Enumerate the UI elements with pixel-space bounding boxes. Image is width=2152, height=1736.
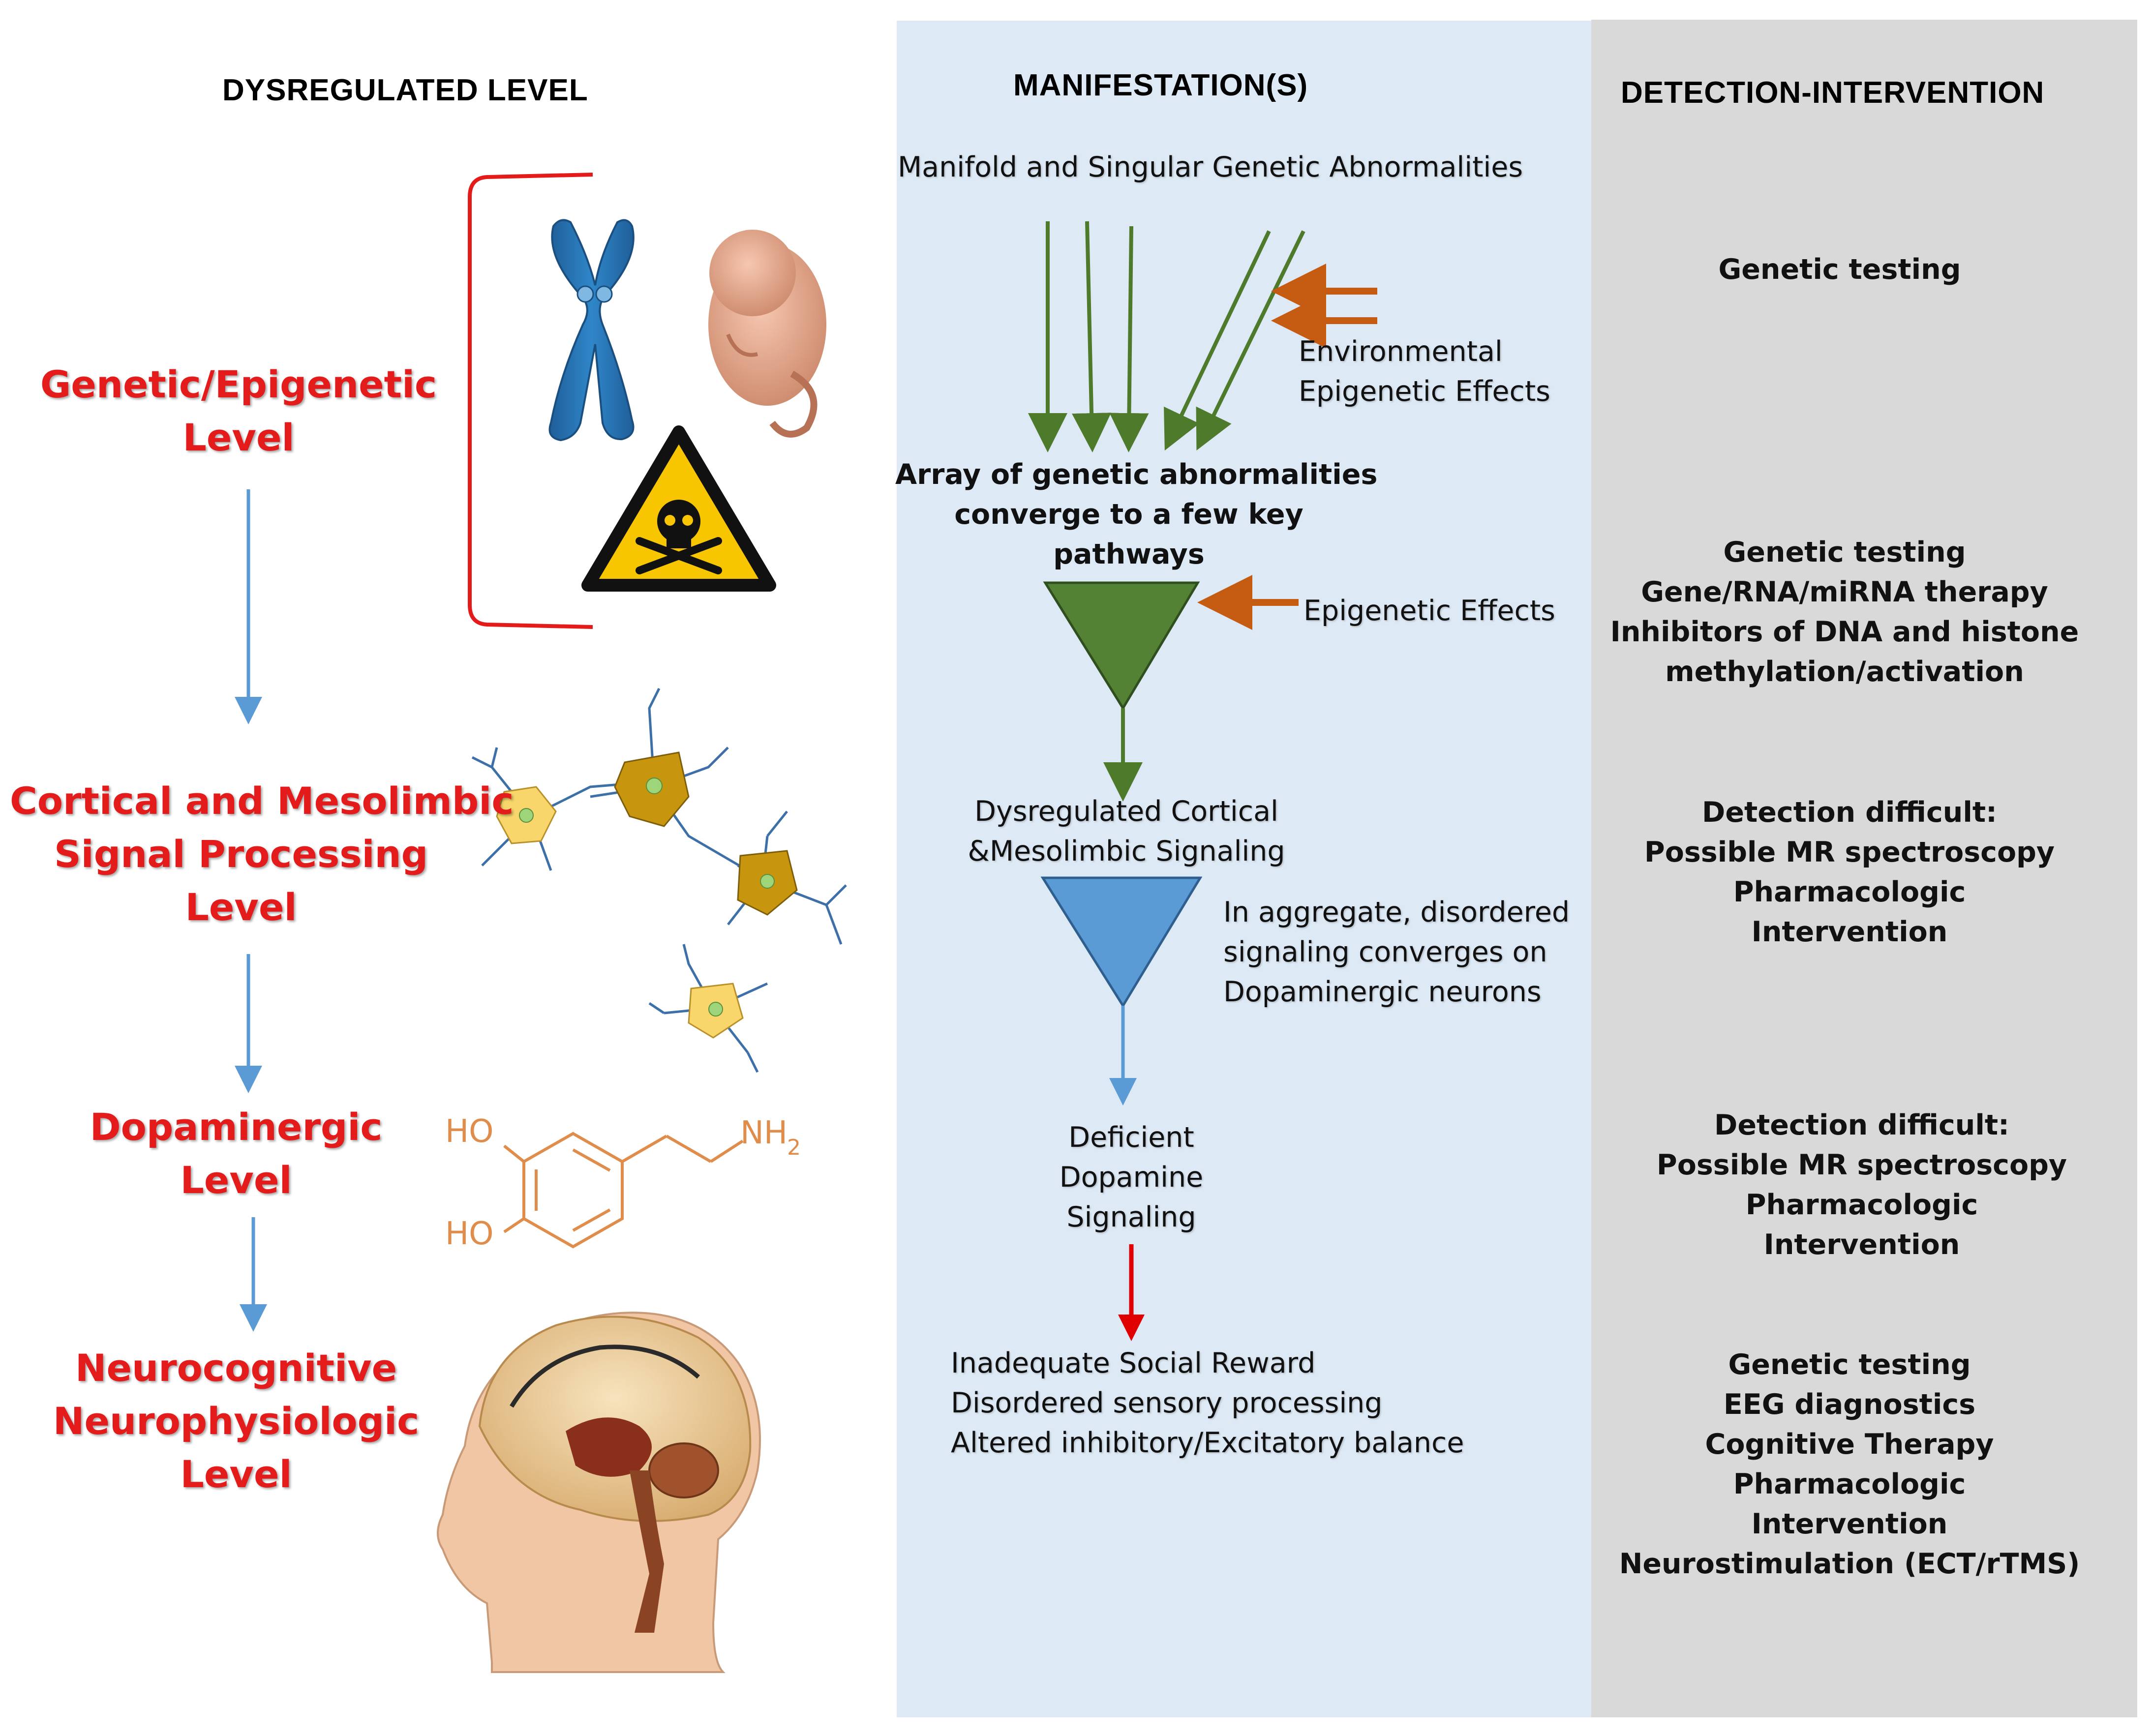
detection-dopaminergic: Detection difficult:Possible MR spectros… xyxy=(1656,1109,2067,1261)
dopamine-ho-bottom: HO xyxy=(445,1216,494,1252)
chromosome-icon xyxy=(548,219,635,442)
manifest-dysregulated-signaling: Dysregulated Cortical&Mesolimbic Signali… xyxy=(968,795,1285,868)
header-dysregulated-level: DYSREGULATED LEVEL xyxy=(222,73,588,107)
detection-column-bg xyxy=(1591,20,2137,1717)
dopamine-ho-top: HO xyxy=(445,1113,494,1150)
green-funnel xyxy=(1043,581,1200,711)
left-level-arrows xyxy=(235,489,267,1332)
fetus-icon xyxy=(708,230,826,438)
dopamine-nh: NH xyxy=(740,1115,788,1151)
header-manifestations: MANIFESTATION(S) xyxy=(1013,68,1308,102)
toxic-hazard-icon xyxy=(581,425,776,592)
neuron-bodies xyxy=(496,751,798,1039)
manifest-epigenetic-effects: Epigenetic Effects xyxy=(1303,595,1555,627)
blue-funnel xyxy=(1040,876,1203,1008)
header-detection-intervention: DETECTION-INTERVENTION xyxy=(1621,76,2045,110)
head-brain-icon xyxy=(437,1312,761,1673)
manifest-genetic-abnormalities: Manifold and Singular Genetic Abnormalit… xyxy=(898,151,1523,183)
detection-cortical: Detection difficult:Possible MR spectros… xyxy=(1644,796,2055,948)
environmental-arrows xyxy=(1271,264,1377,348)
manifestation-column-bg xyxy=(897,21,1600,1717)
dopamine-nh-subscript: 2 xyxy=(787,1135,801,1160)
green-convergence-arrows xyxy=(1028,221,1305,452)
genetic-bracket xyxy=(468,173,593,629)
dopamine-structure-icon xyxy=(503,1132,744,1249)
detection-genetic-testing: Genetic testing xyxy=(1718,253,1961,286)
